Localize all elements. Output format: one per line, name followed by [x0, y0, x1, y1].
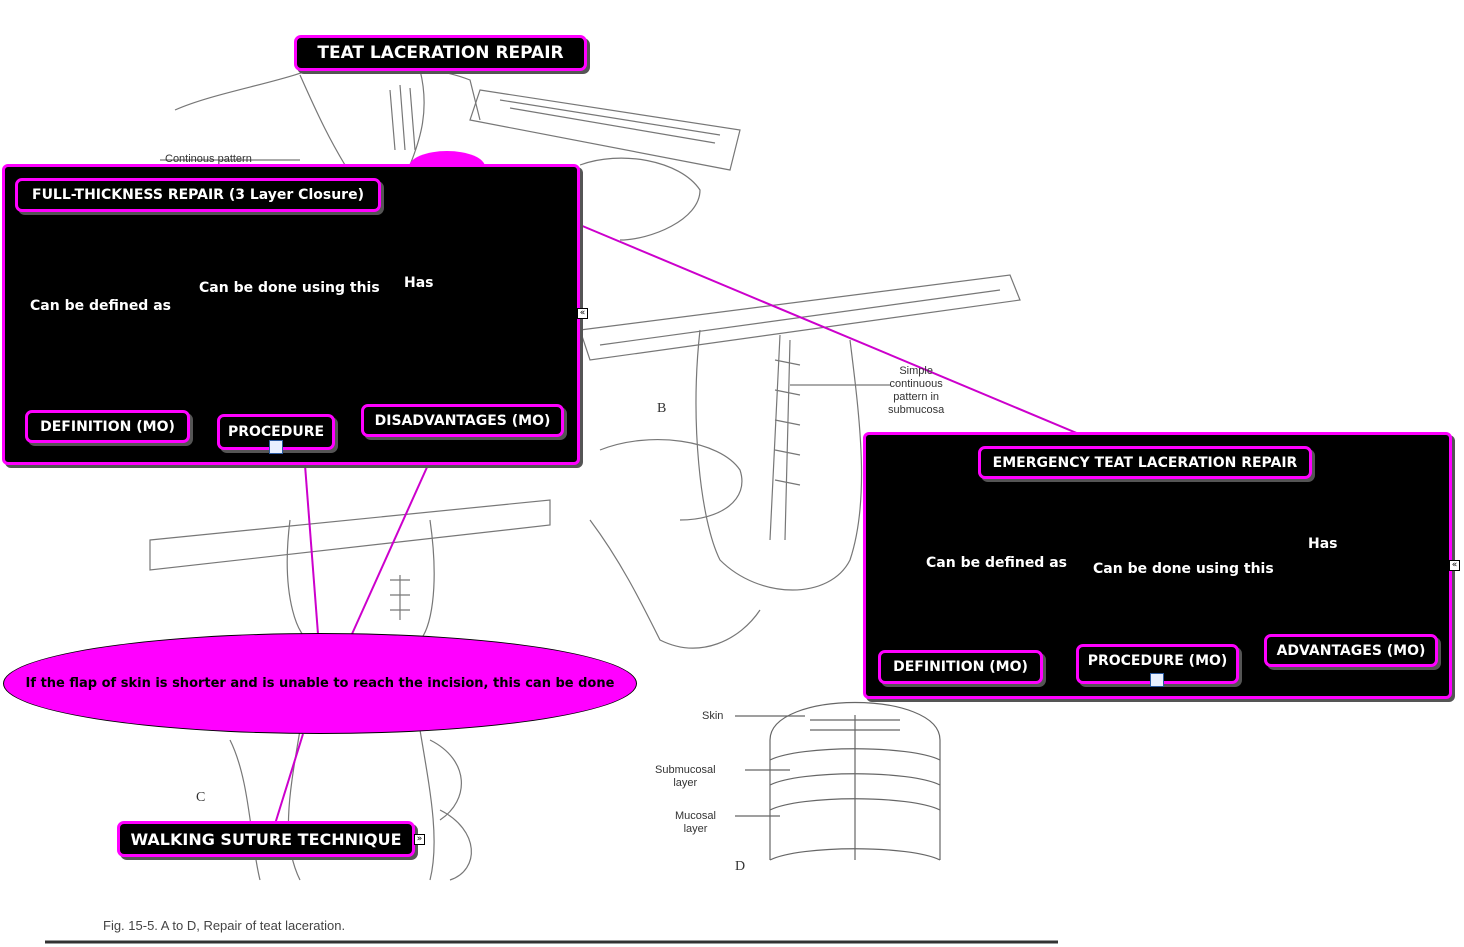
- emergency-definition-node[interactable]: DEFINITION (MO): [878, 650, 1043, 684]
- full-thickness-definition-node[interactable]: DEFINITION (MO): [25, 410, 190, 443]
- full-thickness-title-node[interactable]: FULL-THICKNESS REPAIR (3 Layer Closure): [15, 178, 381, 212]
- emergency-link-has: Has: [1308, 536, 1338, 552]
- emergency-title-node[interactable]: EMERGENCY TEAT LACERATION REPAIR: [978, 446, 1312, 479]
- label-continuous-pattern: Continous pattern: [165, 153, 252, 165]
- emergency-link-done-using: Can be done using this: [1093, 561, 1274, 577]
- figure-letter-c: C: [196, 790, 206, 805]
- link-label-defined-as: Can be defined as: [30, 298, 171, 314]
- figure-letter-d: D: [735, 859, 746, 874]
- label-mucosal: Mucosal layer: [675, 810, 716, 835]
- resource-icon[interactable]: [269, 440, 283, 454]
- link-label-done-using: Can be done using this: [199, 280, 380, 296]
- walking-suture-node[interactable]: WALKING SUTURE TECHNIQUE: [117, 821, 415, 857]
- teat-sketch-d: [735, 702, 941, 861]
- emergency-link-defined-as: Can be defined as: [926, 555, 1067, 571]
- collapse-icon[interactable]: «: [577, 308, 588, 319]
- title-node[interactable]: TEAT LACERATION REPAIR: [294, 35, 587, 71]
- flap-note-ellipse[interactable]: If the flap of skin is shorter and is un…: [3, 633, 637, 734]
- label-skin: Skin: [702, 710, 724, 722]
- expand-icon[interactable]: »: [414, 834, 425, 845]
- full-thickness-disadvantages-node[interactable]: DISADVANTAGES (MO): [361, 404, 564, 437]
- label-submucosal: Submucosal layer: [655, 764, 716, 789]
- label-simple-continuous: Simple continuous pattern in submucosa: [888, 365, 945, 416]
- emergency-advantages-node[interactable]: ADVANTAGES (MO): [1264, 634, 1438, 667]
- link-label-has: Has: [404, 275, 434, 291]
- teat-sketch-c: [149, 499, 551, 881]
- figure-caption: Fig. 15-5. A to D, Repair of teat lacera…: [103, 918, 346, 933]
- figure-letter-b: B: [657, 401, 667, 416]
- resource-icon[interactable]: [1150, 673, 1164, 687]
- collapse-icon[interactable]: «: [1449, 560, 1460, 571]
